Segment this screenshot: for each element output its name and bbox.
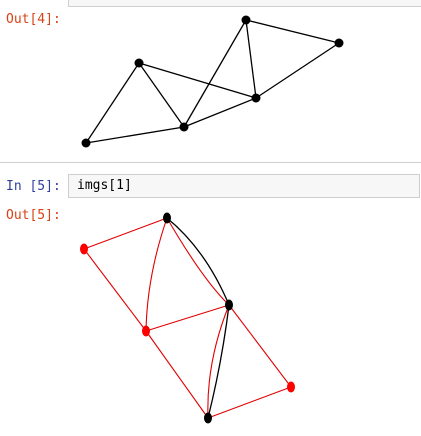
code-input-cell[interactable]: imgs[1] (68, 174, 420, 198)
red-edge (83, 217, 168, 250)
red-edge (83, 248, 147, 332)
graph-node (134, 58, 144, 68)
graph-nodes-5 (80, 212, 295, 424)
red-edge (166, 217, 230, 306)
graph-nodes (81, 15, 344, 148)
in-prompt-5: In [5]: (6, 179, 61, 194)
red-edge (145, 217, 168, 332)
red-edge (228, 304, 292, 388)
black-node (163, 212, 171, 224)
graph-node (179, 122, 189, 132)
out-prompt-4: Out[4]: (6, 12, 61, 27)
black-node (225, 299, 233, 311)
red-edge (145, 330, 209, 419)
red-edge (207, 304, 230, 419)
graph-node (334, 38, 344, 48)
graph-output-4 (81, 15, 344, 148)
graph-node (81, 138, 91, 148)
graph-edge (183, 19, 247, 128)
red-edges (83, 217, 292, 419)
red-node (287, 381, 295, 393)
graph-output-5 (80, 212, 295, 424)
graph-node (251, 93, 261, 103)
black-edges (166, 217, 230, 419)
graph-edge (245, 19, 257, 99)
graph-edge (85, 126, 185, 144)
cell-separator (0, 162, 421, 163)
graph-node (241, 15, 251, 25)
black-edge (166, 217, 230, 306)
previous-input-area[interactable] (68, 0, 421, 7)
graph-edge (255, 42, 340, 99)
graph-edges (85, 19, 340, 144)
graph-edge (245, 19, 340, 44)
out-prompt-5: Out[5]: (6, 208, 61, 223)
graph-edge (138, 62, 257, 99)
graph-edge (183, 97, 257, 128)
black-node (204, 412, 212, 424)
red-edge (145, 304, 230, 332)
red-node (142, 325, 150, 337)
red-edge (207, 386, 292, 419)
code-text: imgs[1] (77, 178, 132, 193)
graph-edge (85, 62, 140, 144)
graph-edge (138, 62, 185, 128)
black-edge (207, 304, 230, 419)
red-node (80, 243, 88, 255)
